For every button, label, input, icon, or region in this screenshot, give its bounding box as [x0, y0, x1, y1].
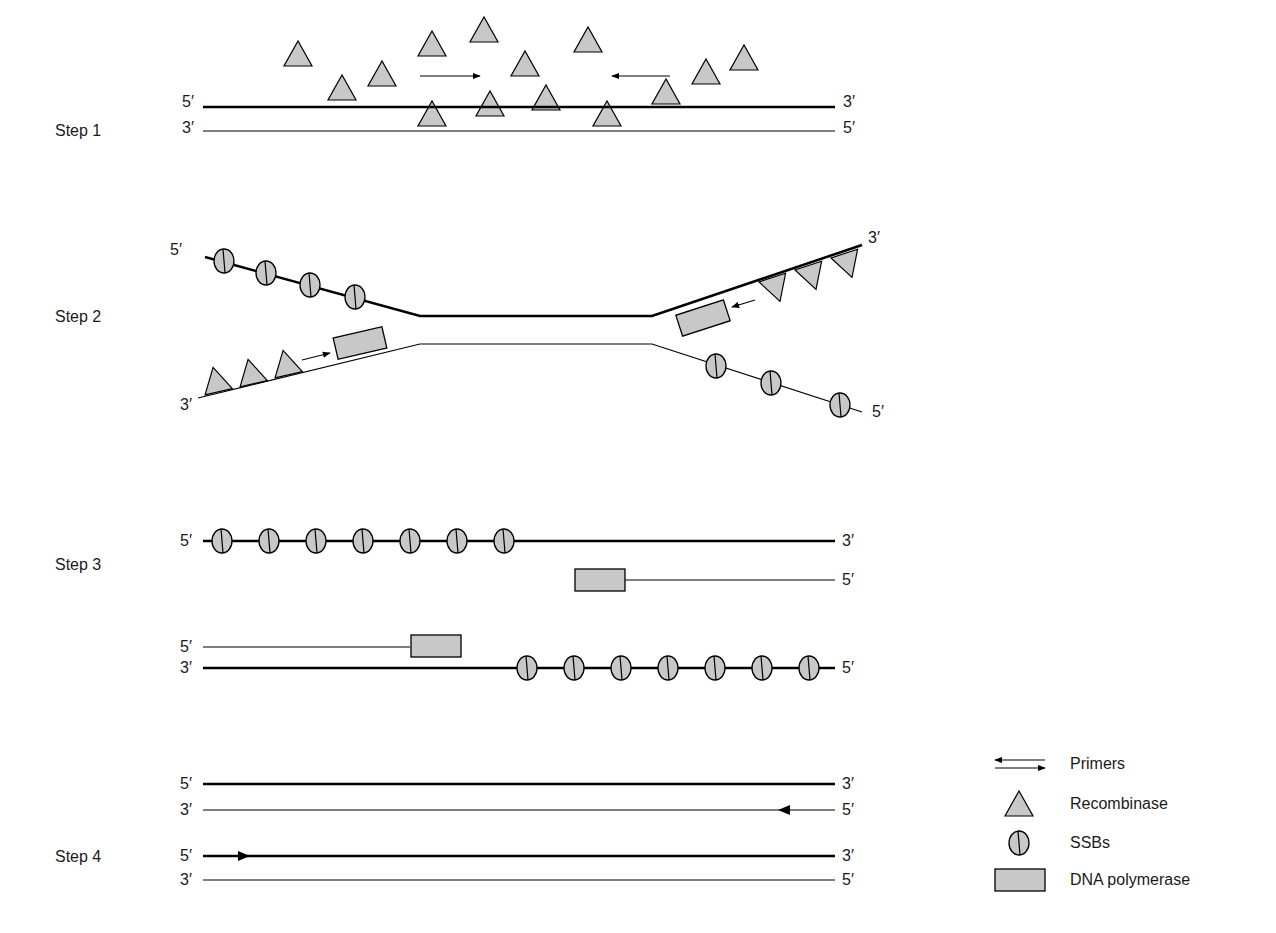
- step-label: Step 2: [55, 307, 101, 326]
- dna-strand: [203, 855, 835, 858]
- strand-end-label: 5′: [872, 402, 884, 421]
- strand-end-label: 5′: [180, 846, 192, 865]
- legend-label: Recombinase: [1070, 794, 1168, 813]
- legend-primer: [995, 767, 1045, 768]
- step2-ssbs: [214, 249, 850, 417]
- legend-label: SSBs: [1070, 833, 1110, 852]
- legend-polymerase: [995, 869, 1045, 891]
- strand-end-label: 3′: [842, 774, 854, 793]
- dna-strand: [203, 809, 835, 810]
- polymerase: [575, 569, 625, 591]
- legend-ssb: [1009, 831, 1029, 855]
- step-label: Step 3: [55, 555, 101, 574]
- strand-end-label: 5′: [180, 531, 192, 550]
- dna-strand: [625, 579, 835, 580]
- strand-end-label: 3′: [843, 92, 855, 111]
- legend-label: Primers: [1070, 754, 1125, 773]
- dna-strand: [203, 646, 410, 647]
- strand-end-label: 3′: [180, 395, 192, 414]
- strand-end-label: 5′: [170, 240, 182, 259]
- strand-end-label: 5′: [842, 570, 854, 589]
- polymerase: [333, 327, 387, 360]
- polymerase: [411, 635, 461, 657]
- step1-recombinase: [284, 17, 758, 126]
- dna-strand: [198, 344, 862, 412]
- strand-end-label: 5′: [843, 118, 855, 137]
- strand-end-label: 3′: [180, 870, 192, 889]
- polymerase: [676, 300, 730, 336]
- dna-strand: [203, 783, 835, 786]
- primer-head: [238, 851, 250, 861]
- legend-label: DNA polymerase: [1070, 870, 1190, 889]
- strand-end-label: 5′: [842, 800, 854, 819]
- primer-head: [778, 805, 790, 815]
- strand-end-label: 5′: [180, 637, 192, 656]
- step2-recombinase: [199, 249, 865, 395]
- strand-end-label: 3′: [842, 846, 854, 865]
- primer: [612, 75, 670, 76]
- legend-primer: [995, 759, 1045, 760]
- dna-strand: [203, 879, 835, 880]
- strand-end-label: 5′: [842, 870, 854, 889]
- strand-end-label: 3′: [180, 658, 192, 677]
- strand-end-label: 5′: [182, 92, 194, 111]
- primer: [302, 353, 330, 360]
- step-label: Step 1: [55, 121, 101, 140]
- dna-strand: [203, 130, 835, 131]
- dna-strand: [205, 245, 862, 316]
- step-label: Step 4: [55, 847, 101, 866]
- strand-end-label: 5′: [180, 774, 192, 793]
- legend-recombinase: [1005, 791, 1033, 816]
- strand-end-label: 3′: [180, 800, 192, 819]
- strand-end-label: 3′: [842, 531, 854, 550]
- primer: [420, 75, 480, 76]
- dna-strand: [203, 540, 835, 543]
- strand-end-label: 3′: [182, 118, 194, 137]
- strand-end-label: 5′: [842, 658, 854, 677]
- dna-strand: [203, 106, 835, 109]
- strand-end-label: 3′: [868, 228, 880, 247]
- primer: [732, 300, 755, 307]
- step3-ssbs: [212, 529, 819, 680]
